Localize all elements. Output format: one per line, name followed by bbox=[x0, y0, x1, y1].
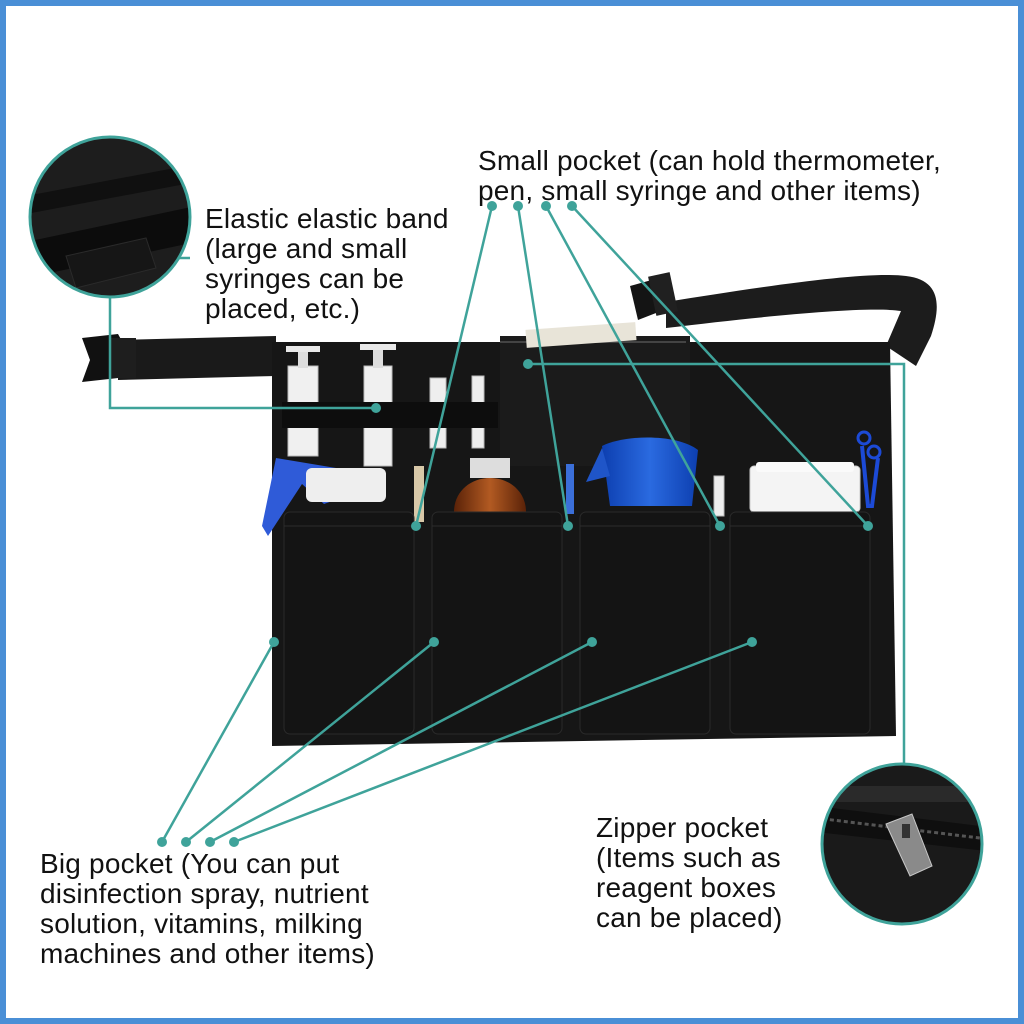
elastic-band-line-4: placed, etc.) bbox=[205, 293, 361, 324]
zipper-pocket-line-1: Zipper pocket bbox=[596, 812, 769, 843]
small-pocket-line-2: pen, small syringe and other items) bbox=[478, 175, 921, 206]
zipper-pocket-line-2: (Items such as bbox=[596, 842, 781, 873]
scissors-icon bbox=[856, 430, 882, 508]
apron-illustration bbox=[28, 135, 984, 926]
elastic-band-line-2: (large and small bbox=[205, 233, 408, 264]
zipper-pocket-line-4: can be placed) bbox=[596, 902, 783, 933]
small-pocket-label: Small pocket (can hold thermometer, pen,… bbox=[478, 146, 941, 206]
elastic-band bbox=[282, 402, 498, 428]
zipper-pocket-label: Zipper pocket (Items such as reagent box… bbox=[596, 813, 782, 933]
elastic-band-line-1: Elastic elastic band bbox=[205, 203, 449, 234]
container-icon bbox=[749, 462, 861, 513]
small-pocket-line-1: Small pocket (can hold thermometer, bbox=[478, 145, 941, 176]
medicine-bottle-icon bbox=[454, 458, 526, 512]
belt-strap bbox=[82, 272, 937, 382]
big-pockets bbox=[283, 511, 871, 735]
big-pocket-line-3: solution, vitamins, milking bbox=[40, 908, 363, 939]
big-pocket-label: Big pocket (You can put disinfection spr… bbox=[40, 849, 375, 969]
product-diagram: Elastic elastic band (large and small sy… bbox=[6, 6, 1018, 1018]
elastic-band-label: Elastic elastic band (large and small sy… bbox=[205, 204, 449, 324]
elastic-band-closeup bbox=[28, 135, 192, 299]
measuring-jug-icon bbox=[586, 437, 698, 506]
zipper-pocket-line-3: reagent boxes bbox=[596, 872, 777, 903]
leader-dots bbox=[157, 201, 873, 847]
buckle-icon bbox=[82, 272, 678, 382]
big-pocket-line-4: machines and other items) bbox=[40, 938, 375, 969]
elastic-band-line-3: syringes can be bbox=[205, 263, 405, 294]
spray-bottle-icon bbox=[262, 458, 386, 536]
big-pocket-line-1: Big pocket (You can put bbox=[40, 848, 340, 879]
big-pocket-line-2: disinfection spray, nutrient bbox=[40, 878, 369, 909]
zipper-closeup bbox=[820, 762, 984, 926]
